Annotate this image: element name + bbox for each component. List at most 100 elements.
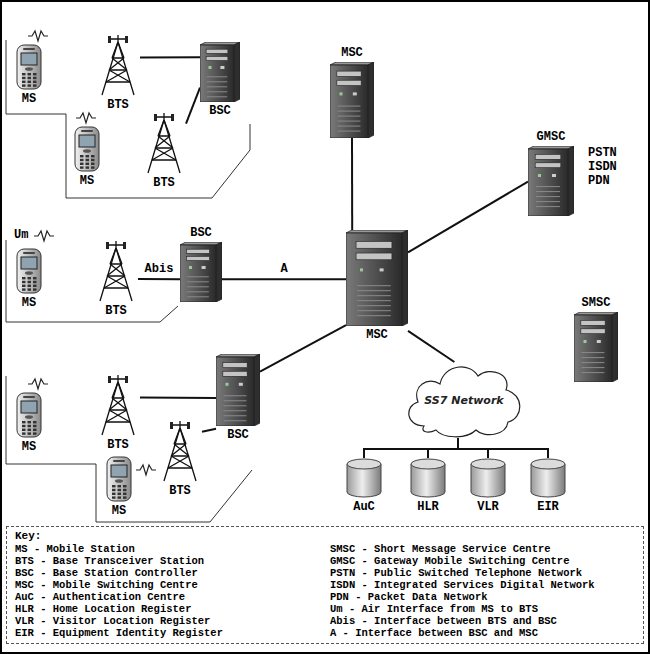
icon-part [338,111,361,112]
icon-part [346,233,402,326]
icon-part [574,312,618,315]
database-node: AuC [346,458,382,514]
icon-part [402,230,408,326]
interface-label: PSTN [588,146,617,160]
icon-part [111,465,127,477]
icon-holder [94,240,138,302]
base-station-tower: BTS [142,112,186,190]
icon-part [25,271,33,275]
icon-holder [346,230,408,326]
icon-part [22,288,26,290]
server-node: BSC [200,42,240,118]
device-label: MS [80,174,94,188]
icon-part [28,429,32,431]
icon-holder [96,34,140,96]
link-line [186,88,200,124]
icon-part [582,362,605,363]
icon-part [207,86,227,87]
icon-part [224,420,247,421]
server-node: MSC [346,230,408,342]
phone-icon [104,456,134,502]
icon-holder [180,242,222,302]
icon-part [22,421,26,423]
legend-row: ISDN - Integrated Services Digital Netwo… [330,579,635,591]
phone-icon [72,126,102,172]
icon-part [239,383,243,386]
icon-part [17,393,41,437]
server-icon [528,146,574,216]
legend-row: SMSC - Short Message Service Centre [330,543,635,555]
icon-part [106,382,130,422]
icon-part [33,73,37,75]
icon-part [79,135,95,147]
base-station-tower: BTS [94,240,138,318]
legend-entry: A - Interface between BSC and MSC [330,627,538,639]
icon-part [216,242,222,302]
phone-icon [14,392,44,438]
icon-part [113,460,125,462]
database-node: VLR [470,458,506,514]
icon-part [102,35,134,95]
icon-part [28,421,32,423]
icon-part [220,66,224,69]
icon-part [28,84,32,86]
icon-part [200,42,240,45]
base-station-tower: BTS [96,374,140,452]
icon-part [21,401,37,413]
legend-entry: MSC - Mobile Switching Centre [15,579,198,591]
server-icon [200,42,240,102]
legend-row: AuC - Authentication Centre [15,591,320,603]
device-label: MSC [366,328,388,342]
device-label: AuC [353,500,375,514]
server-node: SMSC [574,296,618,382]
radio-link-symbol [34,231,54,241]
icon-part [164,428,196,481]
icon-part [156,113,172,120]
legend-entry: SMSC - Short Message Service Centre [330,543,551,555]
base-station-tower: BTS [96,34,140,112]
icon-part [206,49,228,53]
key-grid: MS - Mobile StationBTS - Base Transceive… [15,543,635,639]
icon-part [118,489,122,491]
icon-part [338,131,361,132]
cloud-label: SS7 Network [424,394,503,407]
icon-part [25,67,33,71]
icon-holder [96,374,140,436]
mobile-station: MS [104,456,134,518]
icon-part [33,421,37,423]
icon-holder [530,458,566,498]
icon-holder [574,312,618,382]
server-icon [216,354,260,426]
device-label: MSC [341,46,363,60]
device-label: BSC [227,428,249,442]
icon-part [80,159,84,161]
icon-part [582,372,605,373]
icon-part [91,155,95,157]
icon-part [21,53,37,65]
interface-label: ISDN [588,160,617,174]
device-label: BSC [190,226,212,240]
icon-part [207,76,227,77]
device-label: MS [22,92,36,106]
server-icon [180,242,222,302]
icon-part [338,116,361,117]
legend-row: EIR - Equipment Identity Register [15,627,320,639]
legend-row: HLR - Home Location Register [15,603,320,615]
tower-icon [96,34,140,96]
icon-part [33,425,37,427]
icon-part [110,375,126,382]
icon-part [582,367,605,368]
icon-part [22,77,26,79]
icon-part [112,493,116,495]
icon-part [216,354,260,357]
key-box: Key:MS - Mobile StationBTS - Base Transc… [6,526,644,644]
icon-part [536,201,560,202]
icon-part [22,285,26,287]
icon-part [115,479,123,483]
device-label: GMSC [537,130,566,144]
icon-part [80,166,84,168]
interface-label: PDN [588,174,610,188]
legend-entry: VLR - Visitor Location Register [15,615,210,627]
radio-link-symbol [136,465,156,475]
icon-part [538,174,541,177]
